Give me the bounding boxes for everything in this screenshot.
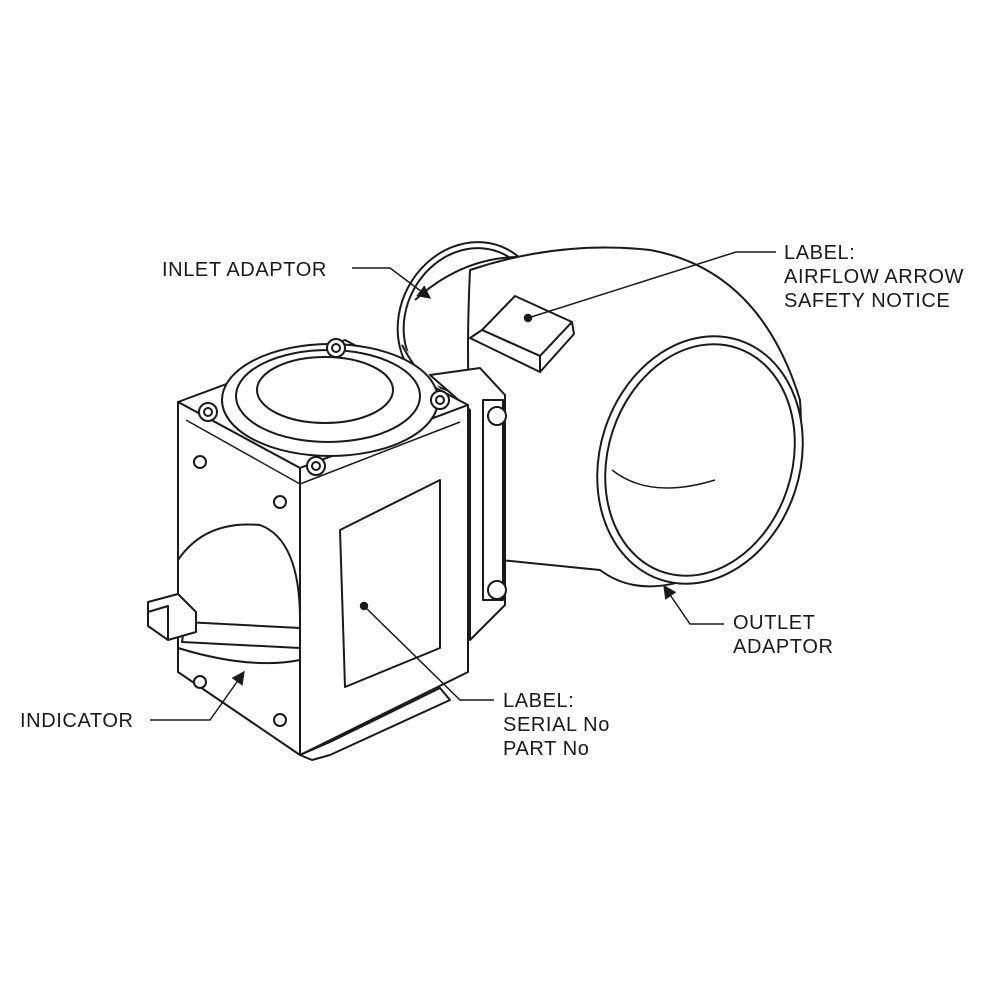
coupling (430, 368, 506, 640)
housing-bolts (194, 339, 449, 726)
callout-line: OUTLET (733, 612, 816, 634)
indicator-dome (148, 524, 300, 663)
leader-serial (364, 606, 494, 700)
callout-line: INDICATOR (20, 710, 134, 732)
leader-outlet (663, 584, 724, 624)
callout-line: INLET ADAPTOR (162, 259, 327, 281)
top-cover-dome (222, 344, 438, 456)
callout-line: ADAPTOR (733, 636, 834, 658)
callout-line: LABEL: (784, 242, 856, 264)
callout-line: PART No (503, 738, 590, 760)
indicator-callout: INDICATOR (20, 709, 134, 733)
serial-label-plate (340, 480, 440, 687)
leader-inlet (352, 268, 432, 299)
outlet-adaptor-callout: OUTLET ADAPTOR (733, 611, 834, 659)
callout-line: SAFETY NOTICE (784, 290, 951, 312)
leader-lines (150, 252, 776, 720)
dot-serial (361, 603, 368, 610)
inlet-adaptor-callout: INLET ADAPTOR (162, 258, 327, 282)
leader-indicator (150, 670, 245, 720)
airflow-label-plate (470, 296, 574, 372)
serial-label-callout: LABEL: SERIAL No PART No (503, 689, 610, 761)
dot-airflow (525, 315, 532, 322)
callout-line: LABEL: (503, 690, 575, 712)
callout-line: AIRFLOW ARROW (784, 266, 965, 288)
leader-airflow (528, 252, 776, 318)
airflow-label-callout: LABEL: AIRFLOW ARROW SAFETY NOTICE (784, 241, 964, 313)
callout-line: SERIAL No (503, 714, 610, 736)
outlet-adaptor (566, 309, 834, 610)
